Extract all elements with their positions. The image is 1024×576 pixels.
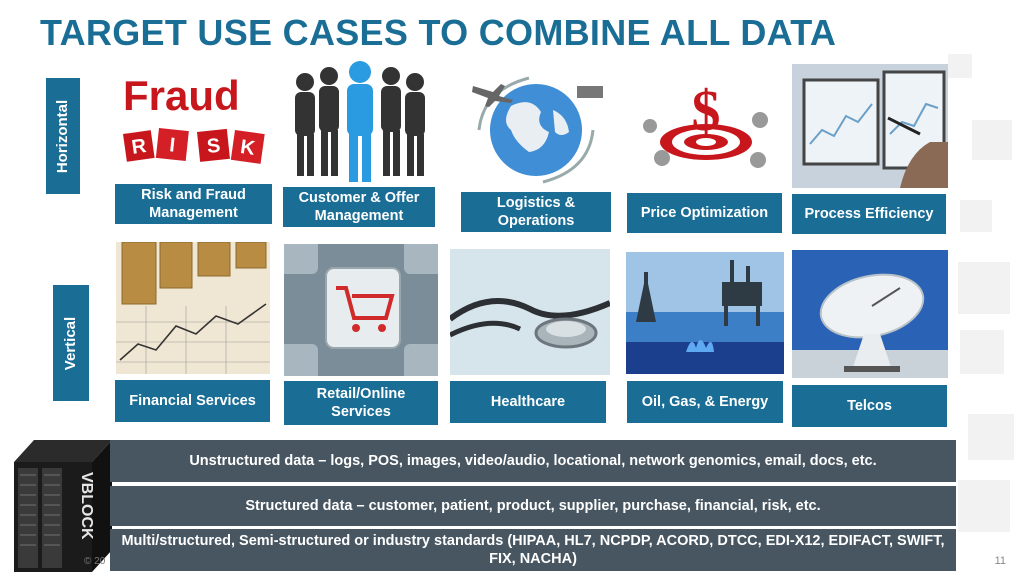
caption-logistics: Logistics & Operations bbox=[461, 192, 611, 232]
background-square bbox=[948, 54, 972, 78]
background-square bbox=[958, 480, 1010, 532]
financial-coins-image bbox=[116, 242, 270, 374]
vblock-logo-text: VBLOCK bbox=[78, 472, 95, 540]
fraud-word: Fraud bbox=[123, 72, 240, 119]
price-target-image: $ bbox=[632, 72, 782, 184]
band-unstructured: Unstructured data – logs, POS, images, v… bbox=[110, 440, 956, 482]
customer-silhouettes-image bbox=[285, 60, 435, 184]
background-square bbox=[968, 414, 1014, 460]
horizontal-label-text: Horizontal bbox=[54, 99, 72, 173]
vblock-server-image: VBLOCK bbox=[8, 432, 112, 572]
fraud-risk-image: Fraud R I S K bbox=[117, 68, 274, 180]
page-number: 11 bbox=[994, 555, 1006, 567]
background-square bbox=[960, 330, 1004, 374]
risk-die-letter: K bbox=[239, 136, 257, 160]
logistics-globe-image bbox=[461, 66, 611, 188]
caption-process-efficiency: Process Efficiency bbox=[792, 194, 946, 234]
copyright-text: © 20 bbox=[84, 556, 106, 567]
risk-die-letter: R bbox=[130, 135, 148, 159]
caption-telcos: Telcos bbox=[792, 385, 947, 427]
vertical-label: Vertical bbox=[53, 285, 89, 401]
caption-financial-services: Financial Services bbox=[115, 380, 270, 422]
caption-price-optimization: Price Optimization bbox=[627, 193, 782, 233]
caption-healthcare: Healthcare bbox=[450, 381, 606, 423]
vertical-label-text: Vertical bbox=[62, 316, 80, 370]
caption-customer-offer: Customer & Offer Management bbox=[283, 187, 435, 227]
caption-oil-gas-energy: Oil, Gas, & Energy bbox=[627, 381, 783, 423]
caption-retail-online: Retail/Online Services bbox=[284, 381, 438, 425]
horizontal-label: Horizontal bbox=[46, 78, 80, 194]
band-structured: Structured data – customer, patient, pro… bbox=[110, 486, 956, 526]
slide-title: TARGET USE CASES TO COMBINE ALL DATA bbox=[40, 12, 837, 53]
risk-die-letter: S bbox=[206, 135, 222, 158]
dollar-sign: $ bbox=[692, 78, 721, 143]
process-touchscreen-image bbox=[792, 64, 948, 188]
telco-dish-image bbox=[792, 250, 948, 378]
healthcare-stethoscope-image bbox=[450, 249, 610, 375]
band-multistructured: Multi/structured, Semi-structured or ind… bbox=[110, 529, 956, 571]
background-square bbox=[960, 200, 992, 232]
oil-gas-rig-image bbox=[626, 252, 784, 374]
background-square bbox=[972, 120, 1012, 160]
caption-risk-fraud: Risk and Fraud Management bbox=[115, 184, 272, 224]
background-square bbox=[958, 262, 1010, 314]
risk-die-letter: I bbox=[168, 134, 176, 156]
retail-cart-key-image bbox=[284, 244, 438, 376]
